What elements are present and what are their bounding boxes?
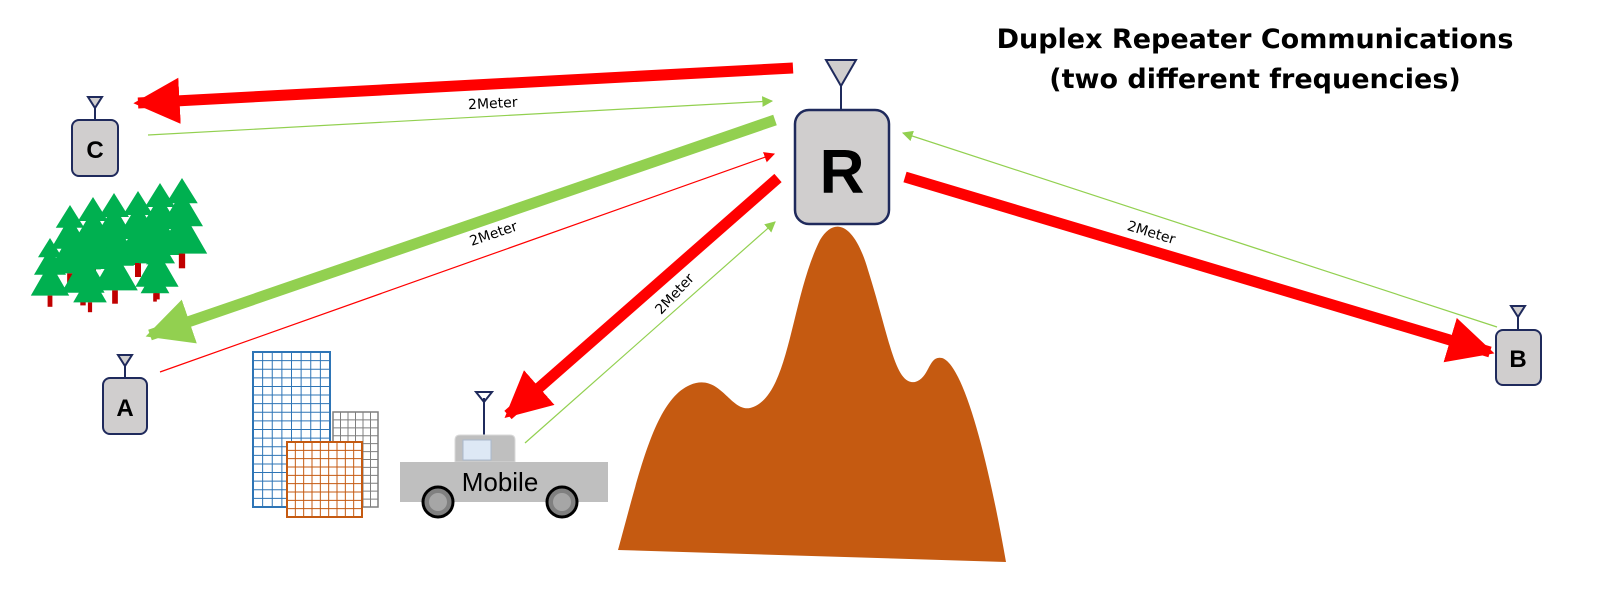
- arrow-b-to-r: [901, 130, 1498, 328]
- diagram-title: Duplex Repeater Communications: [997, 24, 1514, 55]
- tree-icon: [92, 222, 138, 304]
- station-b-label: B: [1509, 346, 1526, 373]
- building-icon: [252, 351, 379, 518]
- arrow-r-to-b: [903, 171, 1495, 363]
- repeater-node: R: [793, 59, 891, 226]
- mobile-label: Mobile: [462, 467, 539, 497]
- link-label-c: 2Meter: [468, 95, 518, 114]
- tree-icon: [73, 252, 107, 313]
- arrow-c-to-r: [147, 96, 774, 136]
- arrow-mobile-to-r: [524, 221, 776, 444]
- diagram-subtitle: (two different frequencies): [1049, 64, 1461, 95]
- tree-group: [30, 178, 208, 313]
- station-b: B: [1495, 305, 1542, 386]
- truck-icon: [400, 391, 608, 519]
- mountain-icon: [618, 226, 1006, 562]
- antenna-icon: [1509, 305, 1527, 319]
- station-a-label: A: [116, 395, 133, 422]
- arrow-r-to-c: [133, 62, 794, 124]
- repeater-label: R: [820, 138, 865, 207]
- station-c-label: C: [86, 137, 103, 164]
- tree-icon: [140, 250, 170, 302]
- antenna-icon: [824, 59, 858, 89]
- arrow-r-to-mobile: [504, 173, 782, 420]
- tree-icon: [30, 238, 70, 307]
- antenna-icon: [116, 354, 134, 368]
- tree-icon: [156, 178, 208, 269]
- station-a: A: [102, 354, 148, 435]
- antenna-icon: [86, 96, 104, 110]
- arrow-r-to-a: [145, 114, 777, 344]
- station-c: C: [71, 96, 119, 177]
- arrow-a-to-r: [159, 152, 776, 373]
